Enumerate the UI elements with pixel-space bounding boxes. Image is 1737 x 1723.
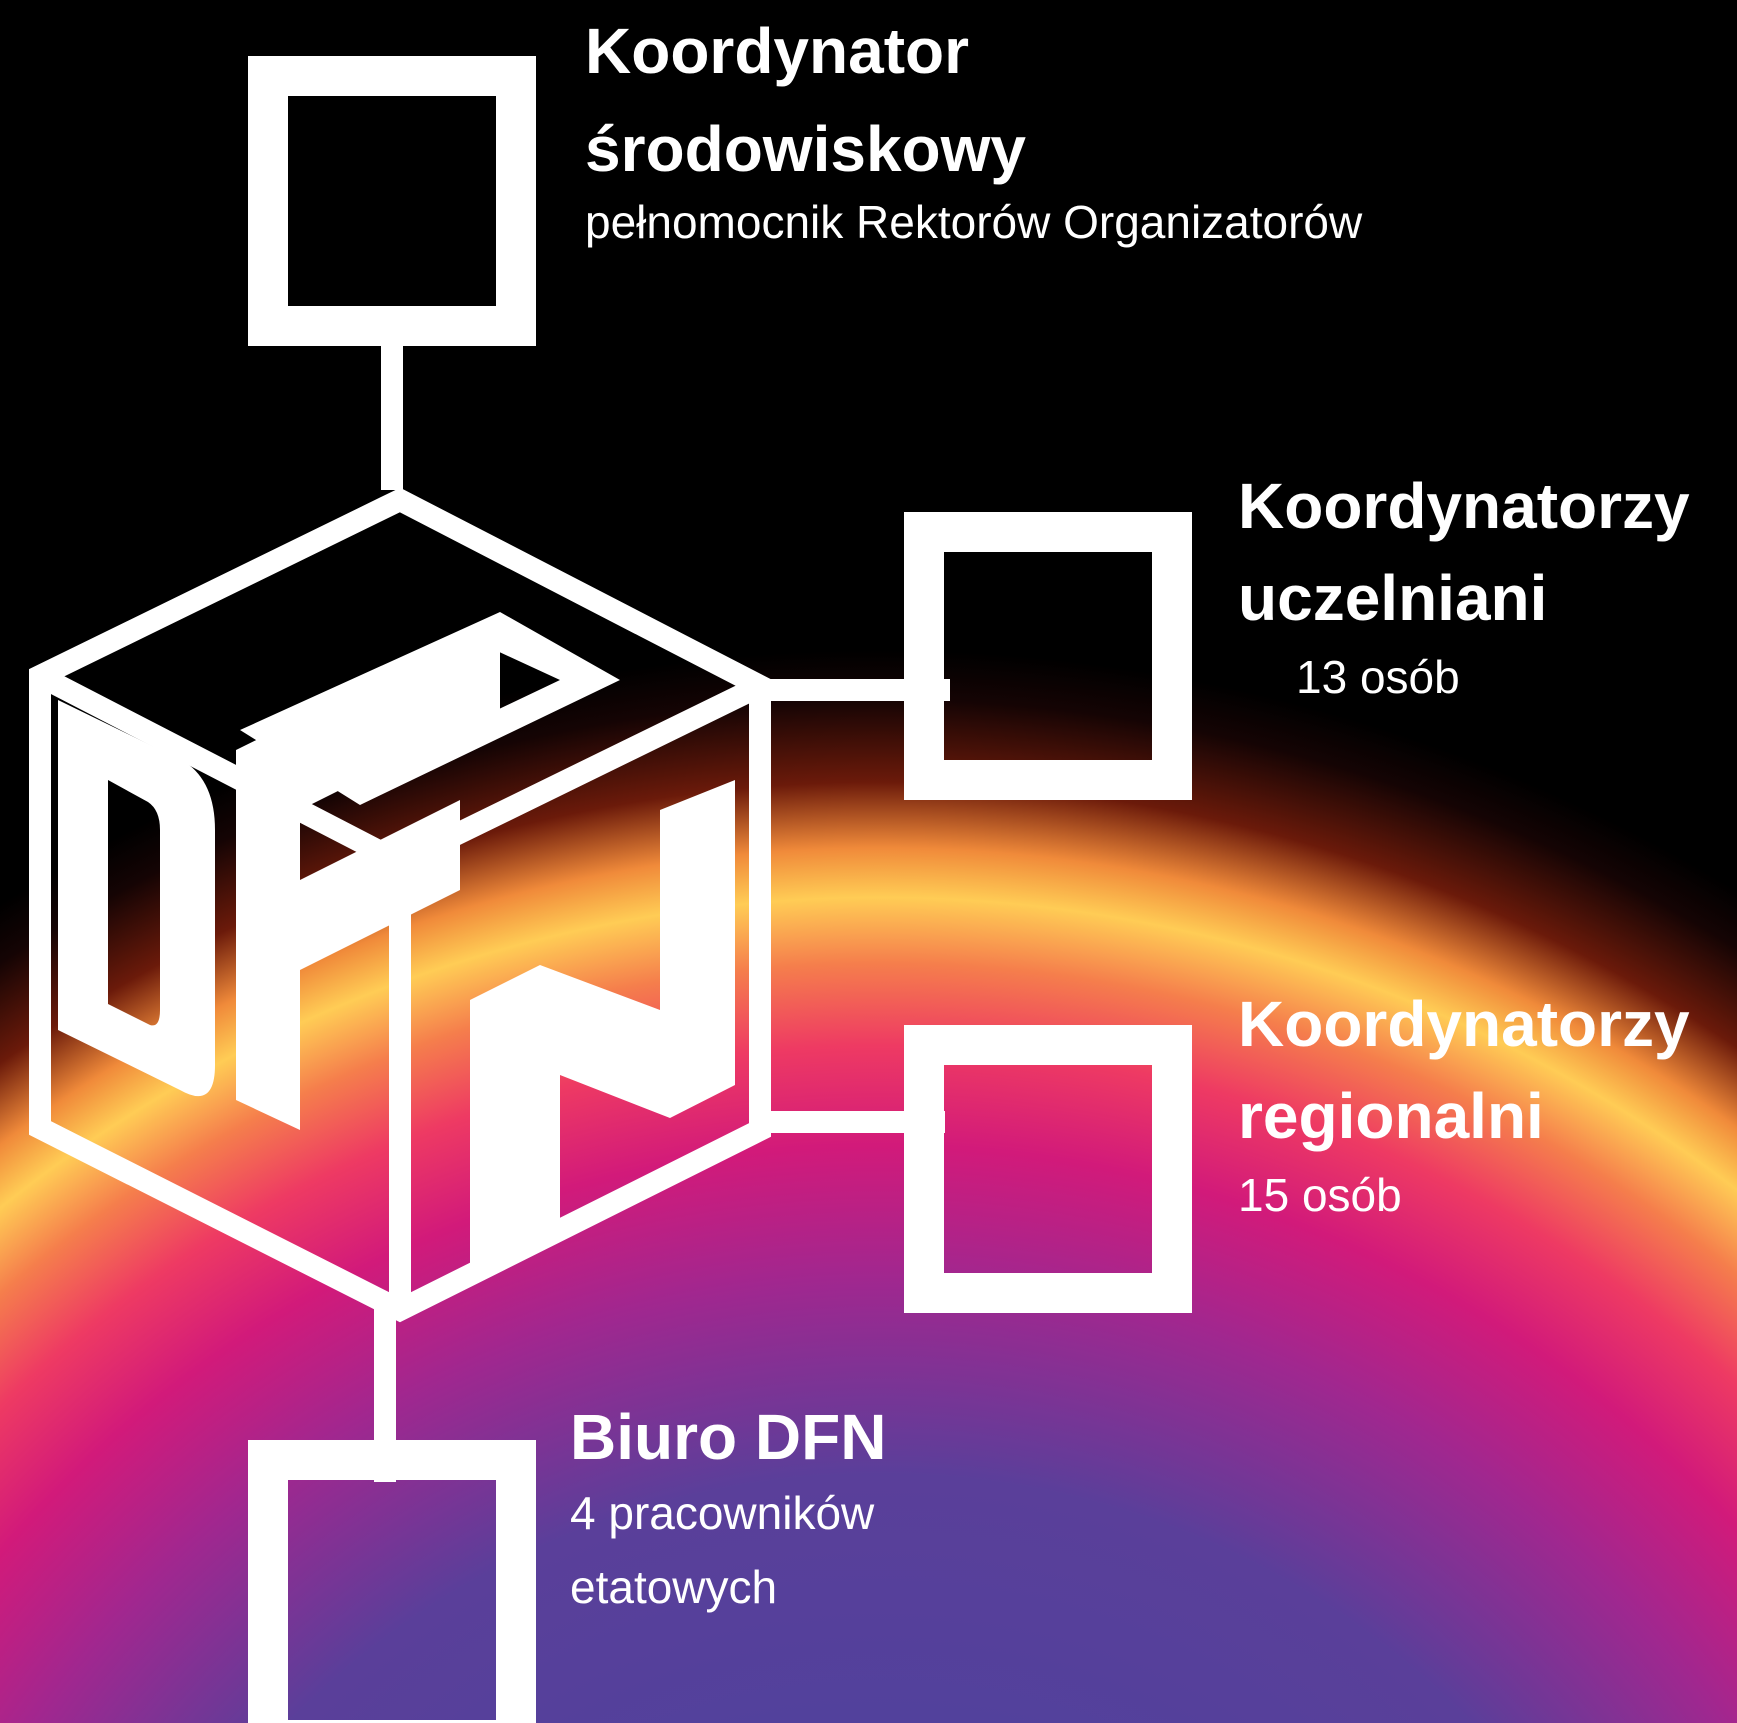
office-detail-line1: 4 pracowników (570, 1487, 875, 1539)
office-box (248, 1440, 536, 1723)
dfn-office-label: Biuro DFN 4 pracowników etatowych (570, 1388, 886, 1624)
university-title-line1: Koordynatorzy (1238, 470, 1690, 542)
regional-title-line1: Koordynatorzy (1238, 988, 1690, 1060)
university-coordinators-label: Koordynatorzy uczelniani 13 osób (1238, 457, 1690, 711)
logo-top-strip (240, 612, 620, 805)
logo-letter-d (58, 700, 215, 1097)
university-count: 13 osób (1296, 651, 1460, 703)
environmental-subtitle: pełnomocnik Rektorów Organizatorów (585, 196, 1363, 248)
university-title-line2: uczelniani (1238, 562, 1548, 634)
regional-count: 15 osób (1238, 1169, 1402, 1221)
university-box (904, 512, 1192, 800)
regional-title-line2: regionalni (1238, 1080, 1544, 1152)
environmental-title-line1: Koordynator (585, 15, 969, 87)
regional-coordinators-label: Koordynatorzy regionalni 15 osób (1238, 975, 1690, 1229)
office-detail-line2: etatowych (570, 1561, 778, 1613)
environmental-box (248, 56, 536, 346)
regional-box (904, 1025, 1192, 1313)
office-title: Biuro DFN (570, 1401, 887, 1473)
logo-letter-n (470, 780, 735, 1270)
environmental-coordinator-label: Koordynator środowiskowy pełnomocnik Rek… (585, 2, 1362, 256)
environmental-title-line2: środowiskowy (585, 113, 1026, 185)
